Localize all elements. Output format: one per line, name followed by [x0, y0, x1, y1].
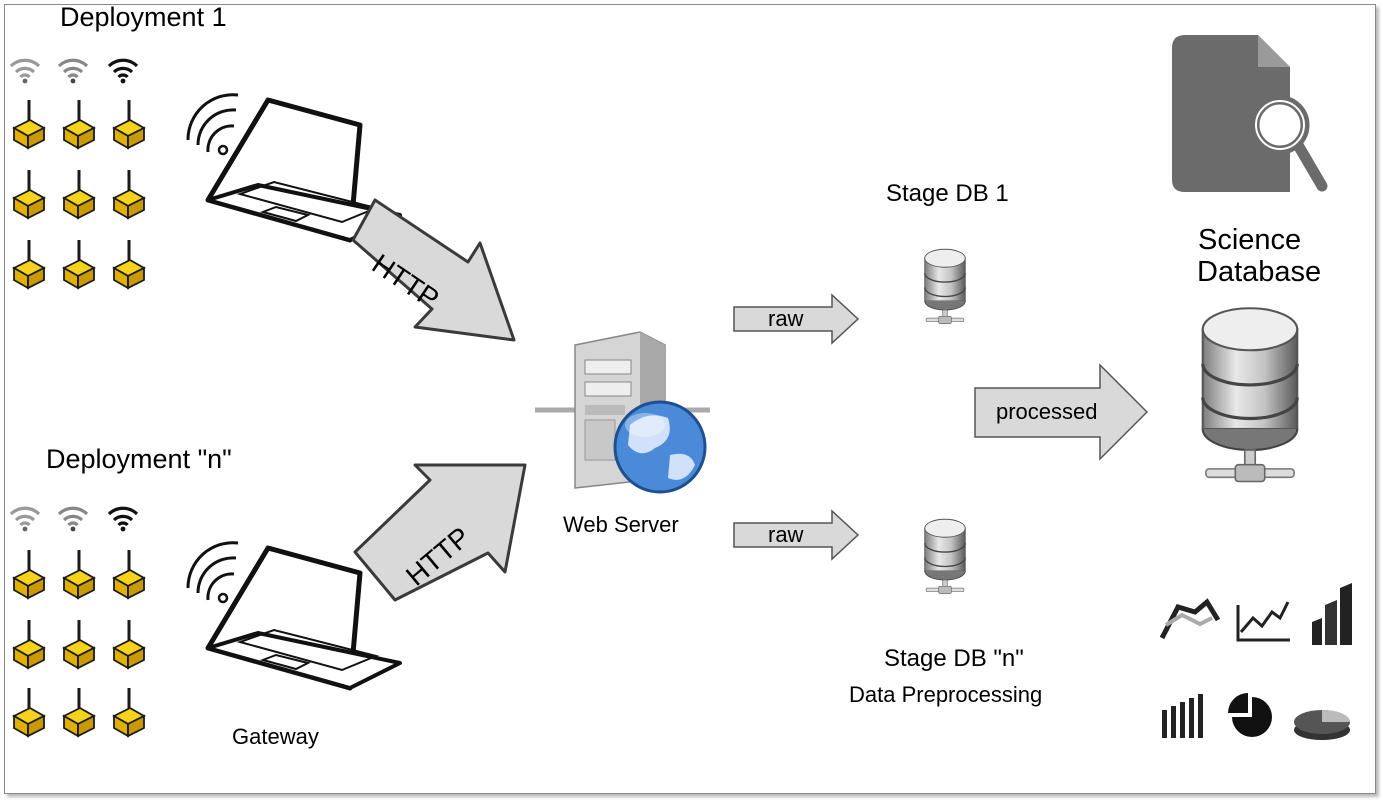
deployment-1-title: Deployment 1 [60, 2, 227, 32]
stage-db-1-label: Stage DB 1 [886, 180, 1009, 207]
database-icon [1201, 306, 1299, 484]
data-preprocessing-label: Data Preprocessing [849, 682, 1043, 707]
bar-chart-icon [1162, 694, 1203, 738]
globe-icon [613, 400, 707, 494]
sensor-node-icon [12, 238, 46, 290]
sensor-node-icon [12, 618, 46, 670]
deployment-n [9, 506, 400, 738]
sensor-node-icon [62, 548, 96, 600]
stage-db-n-label: Stage DB "n" [884, 645, 1024, 672]
sensor-node-icon [62, 686, 96, 738]
sensor-node-icon [112, 238, 146, 290]
arrow-icon [974, 363, 1149, 461]
sensor-node-icon [62, 618, 96, 670]
arrow-icon [733, 509, 860, 561]
sensor-node-icon [112, 168, 146, 220]
arrow-icon [351, 198, 516, 342]
pie-chart-icon [1228, 693, 1272, 737]
database-icon [924, 518, 966, 595]
document-search-icon [1172, 35, 1328, 192]
sensor-node-icon [112, 548, 146, 600]
line-chart-icon [1236, 601, 1290, 642]
wifi-icon [9, 58, 41, 86]
deployment-1 [9, 58, 400, 290]
wifi-icon [57, 58, 89, 86]
sensor-node-icon [12, 548, 46, 600]
diagram-frame [4, 4, 1376, 794]
arrow-icon [353, 463, 527, 602]
sensor-node-icon [62, 98, 96, 150]
deployment-n-title: Deployment "n" [46, 444, 232, 474]
raw-label-bottom: raw [768, 522, 804, 547]
wifi-icon [107, 506, 139, 534]
wifi-icon [57, 506, 89, 534]
wifi-icon [107, 58, 139, 86]
sensor-node-icon [12, 168, 46, 220]
sensor-node-icon [112, 618, 146, 670]
database-icon [924, 248, 966, 325]
pie-chart-icon [1294, 710, 1350, 740]
sensor-node-icon [112, 98, 146, 150]
web-server-label: Web Server [563, 512, 679, 537]
arrow-icon [733, 293, 860, 345]
sensor-node-icon [62, 168, 96, 220]
sensor-node-icon [112, 686, 146, 738]
sensor-node-icon [12, 686, 46, 738]
sensor-node-icon [62, 238, 96, 290]
science-database-title-line2: Database [1197, 256, 1322, 288]
sensor-node-icon [12, 98, 46, 150]
wifi-icon [9, 506, 41, 534]
gateway-label: Gateway [232, 724, 319, 749]
processed-label: processed [996, 399, 1098, 424]
science-database-title-line1: Science [1198, 224, 1302, 256]
bar-chart-icon [1312, 583, 1352, 645]
raw-label-top: raw [768, 306, 804, 331]
line-chart-icon [1159, 598, 1221, 640]
